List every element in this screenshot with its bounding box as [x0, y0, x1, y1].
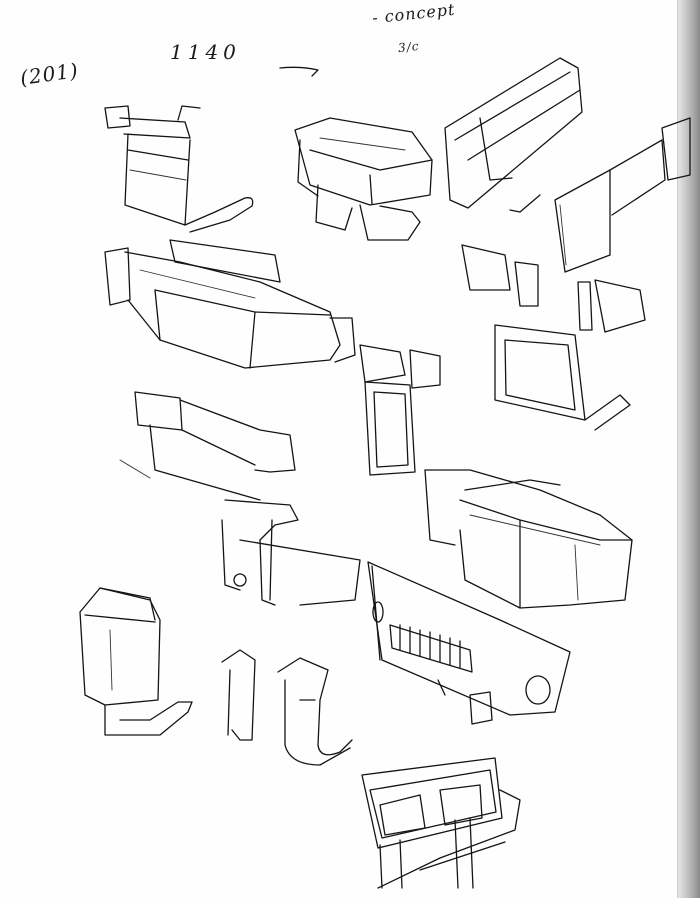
sketch-handlebar	[104, 239, 356, 369]
page-edge-shadow	[678, 0, 700, 898]
sketch-tall-block	[79, 587, 193, 736]
number-note: 1140	[170, 40, 241, 64]
sketch-large-block	[424, 469, 633, 609]
sketch-bracket-chair	[104, 105, 254, 233]
arrow-stroke	[279, 66, 319, 77]
sketch-tall-frame	[364, 381, 416, 476]
sketch-clamp-bar	[221, 499, 361, 606]
sketch-j-brackets	[221, 649, 353, 766]
sketch-long-rail	[444, 57, 691, 273]
binding-line	[677, 0, 678, 898]
sketch-bracket-arm	[119, 391, 296, 501]
sketch-grille-bar	[361, 757, 521, 889]
sketch-winch-bumper	[367, 561, 571, 725]
sketch-mount-frame	[359, 244, 646, 431]
sketch-angled-block	[294, 117, 433, 241]
